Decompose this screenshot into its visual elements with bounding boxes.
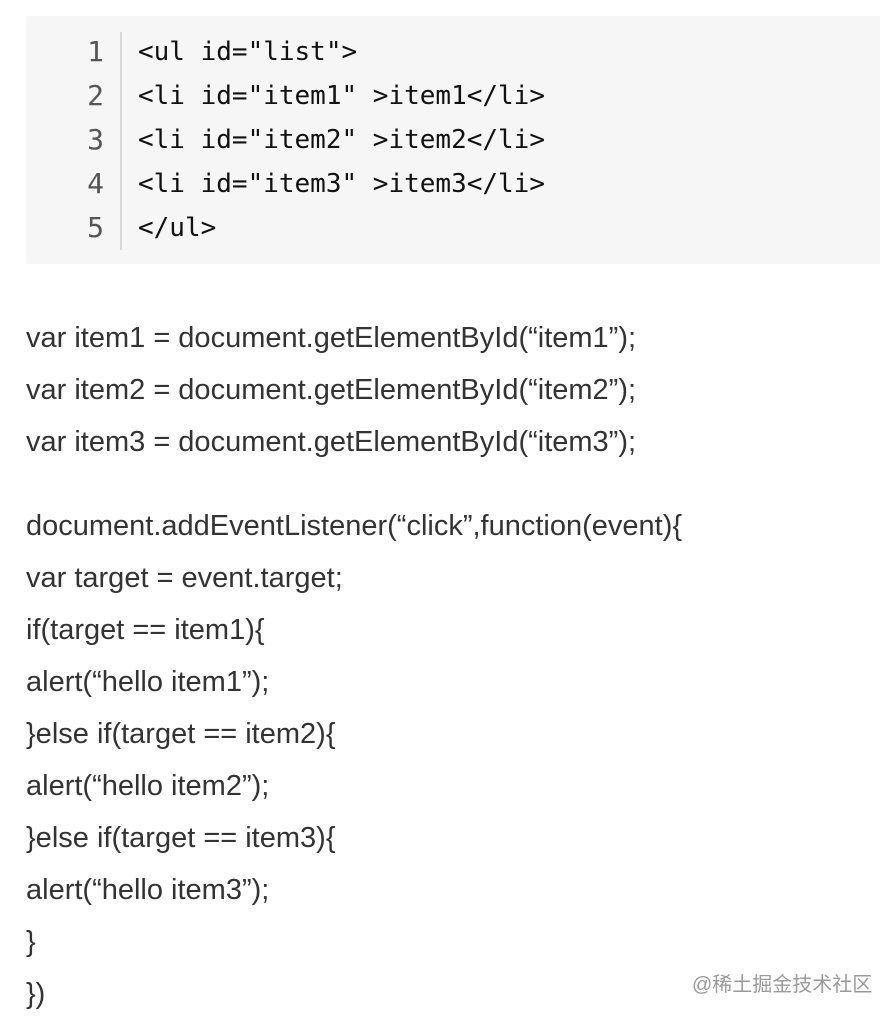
line-number: 2 [87, 79, 104, 112]
code-line-4: 4 <li id="item3" >item3</li> [26, 162, 880, 206]
paragraph-line-10: }else if(target == item3){ [26, 822, 336, 854]
paragraph-line-5: var target = event.target; [26, 562, 343, 594]
paragraph-line-1: var item1 = document.getElementById(“ite… [26, 322, 637, 354]
line-number: 4 [87, 167, 104, 200]
code-text: <li id="item3" >item3</li> [138, 169, 545, 199]
line-number: 3 [87, 123, 104, 156]
code-line-5: 5 </ul> [26, 206, 880, 250]
paragraph-line-9: alert(“hello item2”); [26, 770, 270, 802]
paragraph-line-3: var item3 = document.getElementById(“ite… [26, 426, 637, 458]
line-number-divider [120, 32, 122, 250]
paragraph-line-2: var item2 = document.getElementById(“ite… [26, 374, 637, 406]
paragraph-line-13: }) [26, 978, 46, 1010]
juejin-watermark: @稀土掘金技术社区 [692, 974, 873, 996]
paragraph-line-7: alert(“hello item1”); [26, 666, 270, 698]
paragraph-line-6: if(target == item1){ [26, 614, 265, 646]
paragraph-line-11: alert(“hello item3”); [26, 874, 270, 906]
paragraph-line-8: }else if(target == item2){ [26, 718, 336, 750]
line-number: 5 [87, 211, 104, 244]
code-text: </ul> [138, 213, 217, 243]
html-code-block: 1 <ul id="list"> 2 <li id="item1" >item1… [26, 16, 880, 264]
code-text: <ul id="list"> [138, 37, 358, 67]
code-text: <li id="item1" >item1</li> [138, 81, 545, 111]
code-line-3: 3 <li id="item2" >item2</li> [26, 118, 880, 162]
code-text: <li id="item2" >item2</li> [138, 125, 545, 155]
code-line-1: 1 <ul id="list"> [26, 30, 880, 74]
paragraph-line-4: document.addEventListener(“click”,functi… [26, 510, 683, 542]
paragraph-line-12: } [26, 926, 36, 958]
code-line-2: 2 <li id="item1" >item1</li> [26, 74, 880, 118]
line-number: 1 [87, 35, 104, 68]
